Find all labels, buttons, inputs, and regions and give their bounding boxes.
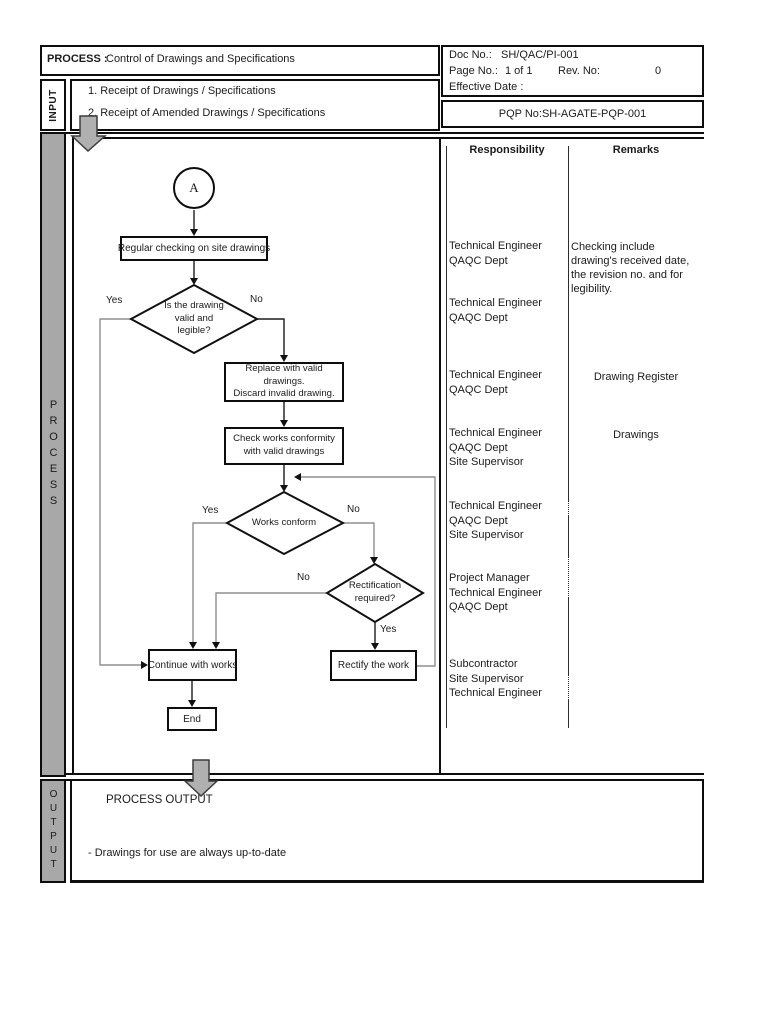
input-label-text: INPUT xyxy=(47,88,59,122)
input-items-block: 1. Receipt of Drawings / Specifications … xyxy=(70,79,440,131)
input-section-label: INPUT xyxy=(40,79,66,131)
decision-rectification-label: Rectification required? xyxy=(348,580,402,604)
separator-bottom-1 xyxy=(40,773,704,775)
doc-no-value: SH/QAC/PI-001 xyxy=(501,49,579,61)
output-section-label: OUTPUT xyxy=(40,779,66,883)
edge-label-yes: Yes xyxy=(202,505,219,516)
responsibility-entry: Technical Engineer QAQC Dept xyxy=(449,240,542,267)
separator-top-1 xyxy=(40,132,704,134)
remark-entry: Drawing Register xyxy=(593,371,679,383)
remarks-column-divider xyxy=(568,598,569,674)
remarks-column-divider-dotted xyxy=(568,674,569,700)
page-no-value: 1 of 1 xyxy=(505,65,533,77)
responsibility-entry: Project Manager Technical Engineer QAQC … xyxy=(449,572,542,613)
responsibility-entry: Technical Engineer QAQC Dept Site Superv… xyxy=(449,500,542,541)
process-label-text: PROCESS xyxy=(47,398,60,511)
process-section-label: PROCESS xyxy=(40,132,66,777)
remarks-column-header: Remarks xyxy=(612,144,660,156)
separator-top-2 xyxy=(72,137,704,139)
responsibility-entry: Subcontractor Site Supervisor Technical … xyxy=(449,658,542,699)
process-label: PROCESS : xyxy=(47,53,108,65)
remark-entry: Checking include drawing's received date… xyxy=(571,241,690,295)
responsibility-entry: Technical Engineer QAQC Dept xyxy=(449,369,542,396)
output-item: - Drawings for use are always up-to-date xyxy=(88,847,287,859)
rev-no-value: 0 xyxy=(655,65,662,77)
process-output-title: PROCESS OUTPUT xyxy=(106,794,213,806)
remarks-column-divider xyxy=(568,516,569,556)
separator-bottom-2 xyxy=(40,779,704,781)
step-rectify-the-work: Rectify the work xyxy=(330,650,417,681)
step-continue-with-works: Continue with works xyxy=(148,649,237,681)
pqp-no-block: PQP No:SH-AGATE-PQP-001 xyxy=(441,100,704,128)
page-no-label: Page No.: xyxy=(449,65,498,77)
edge-label-yes: Yes xyxy=(380,624,397,635)
responsibility-column-divider xyxy=(446,146,447,728)
decision-works-conform-label: Works conform xyxy=(251,516,317,528)
output-label-text: OUTPUT xyxy=(48,789,59,873)
remarks-column-divider-dotted xyxy=(568,556,569,598)
remarks-column-divider xyxy=(568,146,569,500)
step-regular-checking: Regular checking on site drawings xyxy=(118,236,270,261)
input-item-2: 2. Receipt of Amended Drawings / Specifi… xyxy=(88,107,326,119)
process-title: Control of Drawings and Specifications xyxy=(106,53,295,65)
edge-label-no: No xyxy=(250,294,263,305)
rev-no-label: Rev. No: xyxy=(558,65,600,77)
process-title-block: PROCESS : Control of Drawings and Specif… xyxy=(40,45,440,76)
effective-date-label: Effective Date : xyxy=(449,81,524,93)
output-content-block: PROCESS OUTPUT - Drawings for use are al… xyxy=(70,779,704,883)
edge-label-yes: Yes xyxy=(106,295,123,306)
remarks-column-divider xyxy=(568,700,569,728)
decision-valid-legible-label: Is the drawing valid and legible? xyxy=(164,299,224,337)
remarks-column-divider-dotted xyxy=(568,500,569,516)
responsibility-column-header: Responsibility xyxy=(469,144,545,156)
connector-a-node: A xyxy=(173,167,215,209)
responsibility-entry: Technical Engineer QAQC Dept Site Superv… xyxy=(449,427,542,468)
step-replace-drawings: Replace with valid drawings. Discard inv… xyxy=(224,362,344,402)
edge-label-no: No xyxy=(297,572,310,583)
remark-entry: Drawings xyxy=(613,429,659,441)
input-item-1: 1. Receipt of Drawings / Specifications xyxy=(88,85,276,97)
step-check-conformity: Check works conformity with valid drawin… xyxy=(224,427,344,465)
edge-label-no: No xyxy=(347,504,360,515)
responsibility-entry: Technical Engineer QAQC Dept xyxy=(449,297,542,324)
doc-no-label: Doc No.: xyxy=(449,49,492,61)
end-node: End xyxy=(167,707,217,731)
doc-info-block: Doc No.: SH/QAC/PI-001 Page No.: 1 of 1 … xyxy=(441,45,704,97)
